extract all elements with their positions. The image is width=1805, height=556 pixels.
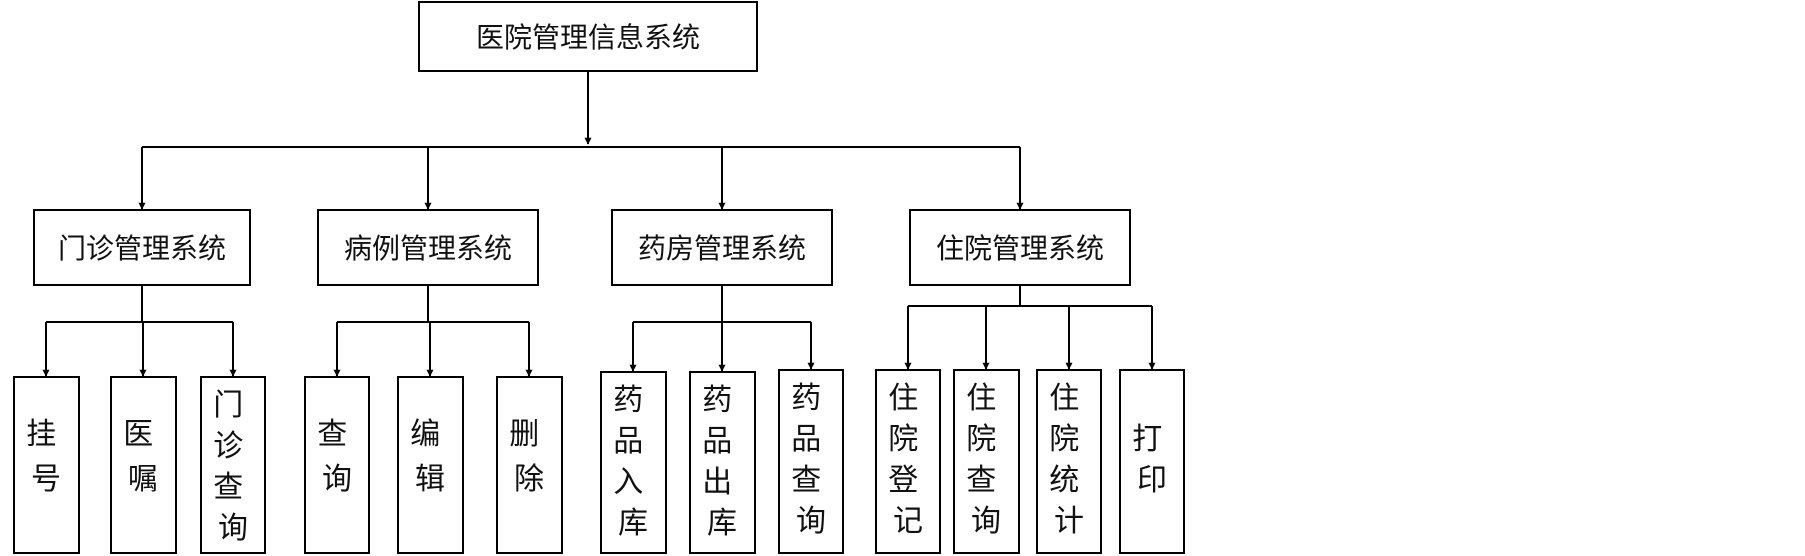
leaf-char: 入 (613, 465, 643, 500)
leaf-node-admission-register: 住 院 登 记 (875, 369, 941, 554)
leaf-label-drug-stock-in: 药 品 入 库 (613, 383, 653, 541)
root-label: 医院管理信息系统 (476, 21, 700, 54)
leaf-label-query: 查 询 (317, 417, 357, 497)
module-node-case-records: 病例管理系统 (317, 209, 539, 286)
leaf-char: 打 (1132, 422, 1162, 457)
leaf-label-outpatient-query: 门 诊 查 询 (213, 388, 253, 546)
leaf-label-admission-register: 住 院 登 记 (888, 381, 928, 539)
root-node: 医院管理信息系统 (418, 1, 758, 72)
leaf-char: 诊 (213, 429, 243, 464)
leaf-label-drug-query: 药 品 查 询 (791, 381, 831, 539)
leaf-char: 医 (123, 417, 153, 452)
leaf-node-drug-query: 药 品 查 询 (778, 369, 844, 554)
module-label-outpatient: 门诊管理系统 (58, 232, 226, 265)
leaf-char: 询 (971, 504, 1001, 539)
leaf-char: 出 (702, 465, 732, 500)
leaf-char: 药 (791, 381, 821, 416)
leaf-char: 印 (1137, 463, 1167, 498)
leaf-label-orders: 医 嘱 (123, 417, 163, 497)
leaf-char: 库 (707, 506, 737, 541)
module-node-pharmacy: 药房管理系统 (611, 209, 833, 286)
leaf-char: 查 (213, 470, 243, 505)
leaf-char: 门 (213, 388, 243, 423)
leaf-char: 院 (966, 422, 996, 457)
leaf-char: 除 (514, 462, 544, 497)
module-label-pharmacy: 药房管理系统 (638, 232, 806, 265)
leaf-char: 住 (1049, 381, 1079, 416)
leaf-char: 药 (702, 383, 732, 418)
leaf-node-delete: 删 除 (496, 376, 563, 554)
leaf-char: 品 (613, 424, 643, 459)
leaf-char: 库 (618, 506, 648, 541)
leaf-char: 品 (791, 422, 821, 457)
module-node-inpatient: 住院管理系统 (909, 209, 1131, 286)
leaf-char: 查 (317, 417, 347, 452)
leaf-char: 品 (702, 424, 732, 459)
leaf-node-print: 打 印 (1119, 369, 1185, 554)
module-label-inpatient: 住院管理系统 (936, 232, 1104, 265)
connector-lines (42, 71, 1156, 377)
leaf-char: 住 (888, 381, 918, 416)
leaf-char: 登 (888, 463, 918, 498)
leaf-node-orders: 医 嘱 (110, 376, 177, 554)
leaf-char: 号 (31, 462, 61, 497)
leaf-label-inpatient-statistics: 住 院 统 计 (1049, 381, 1089, 539)
leaf-label-delete: 删 除 (509, 417, 549, 497)
leaf-char: 计 (1054, 504, 1084, 539)
leaf-char: 统 (1049, 463, 1079, 498)
leaf-char: 院 (1049, 422, 1079, 457)
leaf-node-outpatient-query: 门 诊 查 询 (200, 376, 266, 554)
leaf-char: 编 (410, 417, 440, 452)
leaf-node-edit: 编 辑 (397, 376, 464, 554)
leaf-label-register: 挂 号 (26, 417, 66, 497)
leaf-char: 院 (888, 422, 918, 457)
leaf-char: 询 (322, 462, 352, 497)
leaf-node-drug-stock-in: 药 品 入 库 (600, 371, 667, 554)
leaf-char: 删 (509, 417, 539, 452)
leaf-label-edit: 编 辑 (410, 417, 450, 497)
leaf-char: 询 (218, 511, 248, 546)
leaf-label-inpatient-query: 住 院 查 询 (966, 381, 1006, 539)
leaf-char: 辑 (415, 462, 445, 497)
leaf-char: 查 (791, 463, 821, 498)
leaf-node-inpatient-statistics: 住 院 统 计 (1036, 369, 1102, 554)
leaf-label-drug-stock-out: 药 品 出 库 (702, 383, 742, 541)
leaf-node-inpatient-query: 住 院 查 询 (953, 369, 1020, 554)
leaf-node-register: 挂 号 (13, 376, 80, 554)
leaf-char: 住 (966, 381, 996, 416)
leaf-char: 嘱 (128, 462, 158, 497)
leaf-label-print: 打 印 (1132, 422, 1172, 498)
leaf-char: 询 (796, 504, 826, 539)
leaf-char: 挂 (26, 417, 56, 452)
leaf-char: 记 (893, 504, 923, 539)
leaf-node-drug-stock-out: 药 品 出 库 (689, 371, 756, 554)
leaf-char: 药 (613, 383, 643, 418)
leaf-node-query: 查 询 (304, 376, 370, 554)
module-label-case-records: 病例管理系统 (344, 232, 512, 265)
module-node-outpatient: 门诊管理系统 (33, 209, 251, 286)
leaf-char: 查 (966, 463, 996, 498)
